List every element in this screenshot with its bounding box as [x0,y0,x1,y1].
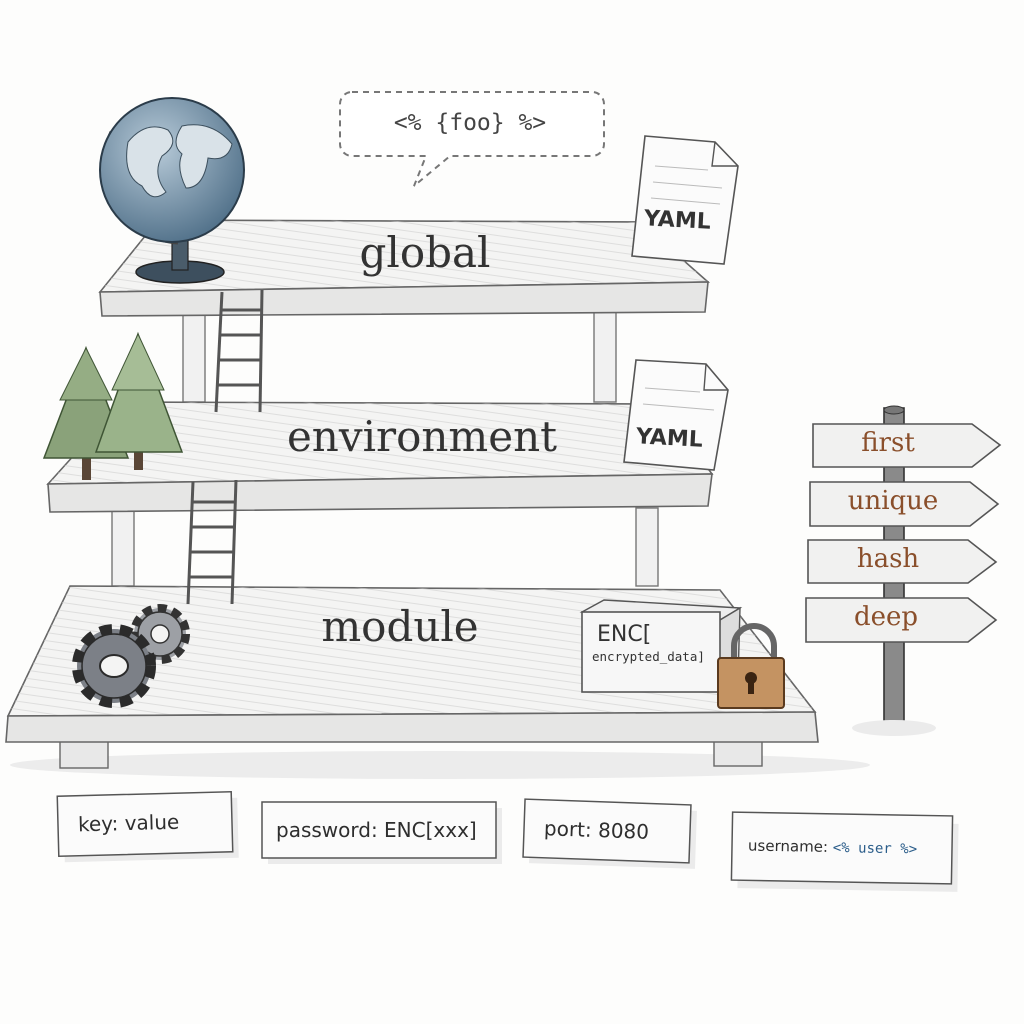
encrypted-data-box [579,599,743,694]
yaml-badge-environment: YAML [635,424,704,453]
tier-label-global: global [359,228,491,277]
speech-bubble [339,91,605,187]
tier-label-environment: environment [286,412,558,461]
ladder-icon [214,289,264,413]
card-username-bg [730,811,959,892]
card-password-bg [261,801,502,864]
card-key-value: key: value [77,809,180,837]
card-username-template: <% user %> [832,840,918,858]
globe-icon [99,97,245,284]
encrypted-label-line1: ENC[ [597,622,652,647]
pine-tree-icon [94,331,184,470]
ladder-icon [186,479,238,605]
document-icon [623,359,729,471]
card-username: username: <% user %> [748,837,917,858]
padlock-icon [717,623,785,709]
signpost-sign-deep [805,597,998,643]
signpost-sign-unique [809,481,1000,527]
card-username-key: username: [747,836,829,856]
tier-label-module: module [321,602,479,651]
gear-icon [72,624,156,708]
signpost-sign-hash [807,539,998,584]
gear-icon [130,604,190,664]
card-port-bg [522,798,697,869]
signpost-sign-first [812,423,1002,468]
signpost-label-first: first [861,428,915,458]
encrypted-label-line2: encrypted_data] [592,649,705,664]
card-password: password: ENC[xxx] [276,818,477,842]
yaml-badge-global: YAML [643,206,712,235]
document-icon [631,135,739,265]
signpost-label-unique: unique [847,486,939,516]
ground-shadow [10,751,870,779]
signpost-label-hash: hash [856,544,920,574]
shelf-global [98,219,711,403]
bubble-template-text: <% {foo} %> [393,110,547,136]
card-port: port: 8080 [543,816,650,844]
signpost-label-deep: deep [853,602,919,632]
card-key-value-bg [56,790,239,863]
